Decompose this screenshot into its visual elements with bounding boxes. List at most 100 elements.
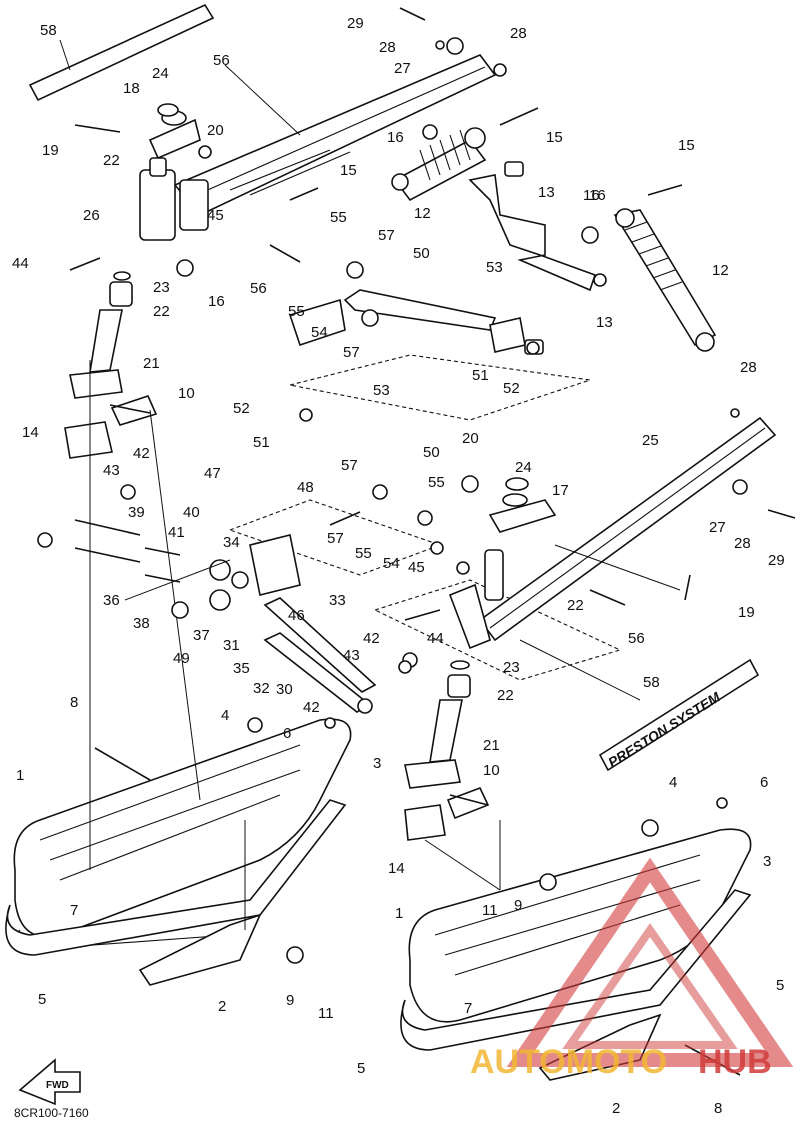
callout: 49 [173, 650, 190, 667]
callout: 6 [283, 725, 291, 742]
callout: 28 [379, 39, 396, 56]
callout: 5 [357, 1060, 365, 1077]
callout: 21 [483, 737, 500, 754]
callout: 16 [387, 129, 404, 146]
callout: 5 [38, 991, 46, 1008]
strut-21-right [404, 699, 490, 820]
callout: 14 [388, 860, 405, 877]
callout: 42 [133, 445, 150, 462]
callout: 11 [318, 1005, 334, 1022]
fasteners [37, 37, 748, 964]
callout: 54 [311, 324, 328, 341]
callout: 50 [413, 245, 430, 262]
callout: 28 [510, 25, 527, 42]
bracket-13 [468, 161, 597, 292]
callout: 47 [204, 465, 221, 482]
block-14-right [404, 804, 446, 841]
callout: 57 [341, 457, 358, 474]
callout: 53 [486, 259, 503, 276]
callout: 57 [343, 344, 360, 361]
callout: 20 [207, 122, 224, 139]
fwd-label: FWD [46, 1080, 69, 1091]
callout: 58 [40, 22, 57, 39]
callout: 8 [70, 694, 78, 711]
callout: 48 [297, 479, 314, 496]
callout: 39 [128, 504, 145, 521]
watermark-text-1: AUTOMOTO [470, 1043, 667, 1081]
callout: 28 [740, 359, 757, 376]
callout: 44 [12, 255, 29, 272]
ski-left [5, 718, 352, 986]
callout: 17 [552, 482, 569, 499]
callout: 54 [383, 555, 400, 572]
callout: 13 [596, 314, 613, 331]
callout: 22 [153, 303, 170, 320]
callout: 32 [253, 680, 270, 697]
leader-lines [59, 39, 681, 930]
callout: 45 [408, 559, 425, 576]
callout: 56 [213, 52, 230, 69]
callout: 1 [395, 905, 403, 922]
decal-plate-58 [28, 3, 215, 102]
callout: 4 [221, 707, 229, 724]
callout: 20 [462, 430, 479, 447]
callout: 14 [22, 424, 39, 441]
callout: 55 [288, 303, 305, 320]
callout: 27 [709, 519, 726, 536]
callout: 50 [423, 444, 440, 461]
callout: 57 [378, 227, 395, 244]
shock-absorber-right [613, 208, 717, 352]
callout: 58 [643, 674, 660, 691]
callout: 55 [330, 209, 347, 226]
callout: 5 [776, 977, 784, 994]
callout: 10 [178, 385, 195, 402]
callout: 45 [207, 207, 224, 224]
callout: 16 [583, 187, 600, 204]
callout: 28 [734, 535, 751, 552]
dashed-groupings [228, 354, 622, 681]
callout: 9 [286, 992, 294, 1009]
forward-arrow-icon: FWD [18, 1058, 81, 1106]
callout: 3 [763, 853, 771, 870]
callout: 43 [103, 462, 120, 479]
callout: 51 [472, 367, 489, 384]
shock-absorber-top [391, 127, 487, 202]
callout: 46 [288, 607, 305, 624]
callout: 51 [253, 434, 270, 451]
callout: 8 [714, 1100, 722, 1117]
callout: 15 [340, 162, 357, 179]
callout: 24 [515, 459, 532, 476]
callout: 22 [103, 152, 120, 169]
callout: 38 [133, 615, 150, 632]
decal-text: PRESTON SYSTEM [605, 689, 723, 771]
callout: 7 [464, 1000, 472, 1017]
callout: 23 [503, 659, 520, 676]
callout: 27 [394, 60, 411, 77]
callout: 11 [482, 902, 498, 919]
callout: 53 [373, 382, 390, 399]
callout: 7 [70, 902, 78, 919]
callout: 55 [428, 474, 445, 491]
callout-labels: 58 56 24 18 20 19 22 26 45 44 23 16 22 2… [12, 15, 785, 1117]
callout: 16 [208, 293, 225, 310]
callout: 23 [153, 279, 170, 296]
callout: 34 [223, 534, 240, 551]
callout: 21 [143, 355, 160, 372]
callout: 10 [483, 762, 500, 779]
decal-58-right [598, 658, 760, 772]
spindle-assembly-left [109, 110, 209, 307]
callout: 19 [738, 604, 755, 621]
callout: 57 [327, 530, 344, 547]
callout: 24 [152, 65, 169, 82]
callout: 2 [218, 998, 226, 1015]
frame-rail-25 [478, 416, 777, 642]
callout: 35 [233, 660, 250, 677]
callout: 22 [567, 597, 584, 614]
callout: 26 [83, 207, 100, 224]
callout: 12 [414, 205, 431, 222]
callout: 40 [183, 504, 200, 521]
callout: 41 [168, 524, 185, 541]
callout: 18 [123, 80, 140, 97]
callout: 55 [355, 545, 372, 562]
